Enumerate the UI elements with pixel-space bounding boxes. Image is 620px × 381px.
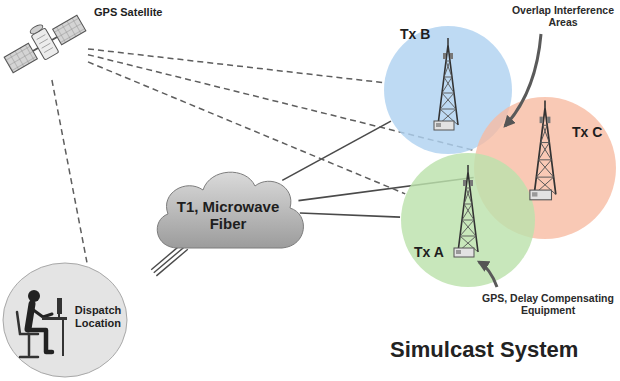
gps-timing-link <box>88 62 405 194</box>
label-holder: GPS, Delay Compensating Equipment <box>478 292 618 316</box>
coverage-circle: Tx A <box>400 152 536 288</box>
dispatch-ellipse: Dispatch Location <box>2 262 194 378</box>
cloud-shape <box>157 172 303 248</box>
text-holder: Dispatch Location <box>70 304 126 329</box>
node-label: GPS Satellite <box>94 6 162 19</box>
label-holder: Overlap Interference Areas <box>508 4 618 28</box>
node-label: T1, Microwave Fiber <box>158 198 298 233</box>
node-label: Tx C <box>572 124 616 140</box>
gps-timing-link <box>52 80 87 262</box>
network-cloud: T1, Microwave Fiber <box>148 160 308 260</box>
overlap-pointer <box>505 34 541 126</box>
diagram-title: Simulcast System <box>390 337 578 363</box>
backhaul-link <box>154 246 185 273</box>
node-label: Dispatch Location <box>70 304 126 329</box>
text-holder: T1, Microwave Fiber <box>158 198 298 233</box>
backhaul-link <box>282 121 391 180</box>
coverage-area <box>401 153 535 287</box>
text-holder: GPS Satellite <box>94 6 162 19</box>
satellite: GPS Satellite <box>2 8 88 80</box>
callout-label: Overlap Interference Areas <box>508 4 618 28</box>
tower-b <box>434 38 458 130</box>
dispatcher-figure <box>17 290 67 357</box>
text-holder: Tx C <box>572 124 616 140</box>
text-holder: Tx A <box>414 244 454 260</box>
tower-c <box>530 100 556 199</box>
satellite-figure <box>0 6 88 77</box>
satellite-outline <box>2 8 88 80</box>
node-label: Tx A <box>414 244 454 260</box>
cable-strand <box>156 249 187 276</box>
coverage-circle-outline <box>400 152 536 288</box>
equipment-pointer <box>479 262 497 287</box>
text-holder: Tx B <box>400 26 444 42</box>
dispatch-area <box>3 263 127 377</box>
tower-a <box>454 165 478 257</box>
callout-label: GPS, Delay Compensating Equipment <box>478 292 618 316</box>
title-holder: Simulcast System <box>390 337 578 363</box>
node-label: Tx B <box>400 26 444 42</box>
backhaul-link <box>300 213 400 217</box>
